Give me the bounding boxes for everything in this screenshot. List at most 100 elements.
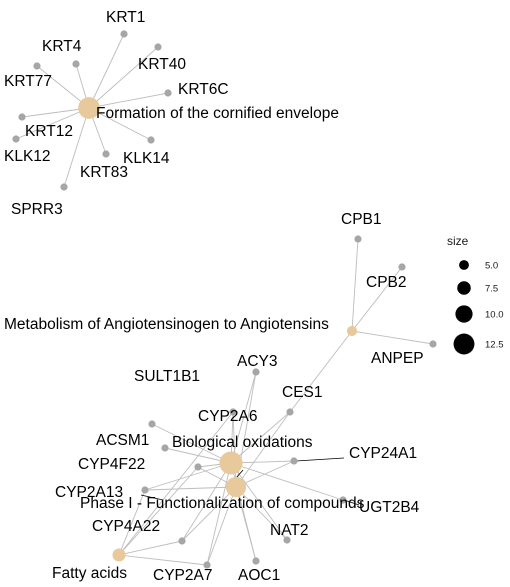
edge-layer xyxy=(15,33,434,566)
edge-cornified-KRT6C xyxy=(88,92,169,109)
gene-node-cyp2a6 xyxy=(229,408,237,416)
gene-node-sult1b1 xyxy=(148,420,156,428)
edge-phase1-CES1 xyxy=(235,411,291,488)
edge-angiotensin-CES1 xyxy=(289,330,353,413)
gene-node-cyp24a1 xyxy=(290,457,298,465)
edge-bioox-CYP2A13 xyxy=(144,462,232,491)
gene-label-cyp24a1: CYP24A1 xyxy=(349,445,417,462)
node-layer xyxy=(12,30,437,569)
gene-node-cpb1 xyxy=(354,235,362,243)
edge-bioox-CYP4A22 xyxy=(181,462,232,542)
gene-label-krt77: KRT77 xyxy=(4,73,52,90)
category-label-angiotensin: Metabolism of Angiotensinogen to Angiote… xyxy=(4,316,329,333)
edge-bioox-ACY3 xyxy=(230,371,257,464)
gene-node-krt4 xyxy=(72,60,80,68)
category-label-phase1: Phase I - Functionalization of compounds xyxy=(80,495,365,512)
edge-phase1-CYP24A1 xyxy=(235,460,295,488)
gene-label-ces1: CES1 xyxy=(282,384,323,401)
gene-label-krt4: KRT4 xyxy=(42,38,82,55)
category-node-phase1 xyxy=(225,476,247,498)
edge-bioox-CYP2A7 xyxy=(206,462,232,566)
gene-label-klk14: KLK14 xyxy=(123,150,170,167)
gene-node-krt12 xyxy=(18,113,26,121)
edge-cornified-SPRR3 xyxy=(63,107,90,188)
edge-phase1-CYP2A7 xyxy=(206,486,237,566)
edge-phase1-AOC1 xyxy=(235,486,257,562)
label-leader-line xyxy=(140,494,164,501)
edge-angiotensin-CPB1 xyxy=(351,238,359,332)
edge-phase1-CYP4A22 xyxy=(181,486,237,542)
gene-label-nat2: NAT2 xyxy=(270,522,308,539)
gene-label-anpep: ANPEP xyxy=(371,350,424,367)
edge-angiotensin-CPB2 xyxy=(351,266,403,332)
category-node-angiotensin xyxy=(346,325,358,337)
gene-node-krt40 xyxy=(154,43,162,51)
edge-fatty-CYP2A7 xyxy=(118,554,208,566)
edge-cornified-KLK14 xyxy=(88,107,152,141)
edge-fatty-CYP4A22 xyxy=(118,540,183,556)
legend-size-dot xyxy=(455,305,473,323)
gene-label-krt12: KRT12 xyxy=(25,123,73,140)
legend-size-label: 7.5 xyxy=(485,284,498,295)
gene-label-aoc1: AOC1 xyxy=(238,567,280,584)
gene-label-cyp2a6: CYP2A6 xyxy=(198,408,257,425)
gene-node-nat2 xyxy=(283,536,291,544)
gene-node-acsm1 xyxy=(161,444,169,452)
edge-phase1-NAT2 xyxy=(235,486,288,541)
gene-label-cyp2a7: CYP2A7 xyxy=(153,567,212,584)
gene-label-cyp4f22: CYP4F22 xyxy=(78,456,145,473)
gene-node-cyp2a7 xyxy=(203,561,211,569)
edge-cornified-KRT40 xyxy=(88,46,159,109)
gene-node-krt1 xyxy=(120,30,128,38)
edge-phase1-CYP2A6 xyxy=(232,411,237,488)
legend-size-dot xyxy=(453,333,475,355)
size-legend: size 5.0 7.5 10.0 12.5 xyxy=(447,234,504,355)
gene-label-krt40: KRT40 xyxy=(138,56,186,73)
gene-label-sprr3: SPRR3 xyxy=(11,201,63,218)
gene-label-klk12: KLK12 xyxy=(4,148,51,165)
label-leader-line xyxy=(235,469,244,479)
gene-node-ugt2b4 xyxy=(339,496,347,504)
edge-phase1-CYP2A13 xyxy=(144,486,237,491)
legend-size-label: 10.0 xyxy=(485,310,504,321)
legend-size-dot xyxy=(457,281,471,295)
category-label-cornified: Formation of the cornified envelope xyxy=(96,105,339,122)
gene-node-krt77 xyxy=(33,62,41,70)
gene-node-krt6c xyxy=(164,89,172,97)
gene-node-sprr3 xyxy=(60,183,68,191)
label-layer: Formation of the cornified envelopeMetab… xyxy=(4,9,424,584)
category-node-fatty xyxy=(112,548,126,562)
edge-fatty-CYP2A6 xyxy=(118,411,234,556)
edge-cornified-KRT12 xyxy=(21,107,90,118)
legend-size-dot xyxy=(459,260,469,270)
gene-label-krt1: KRT1 xyxy=(106,9,145,26)
gene-node-aoc1 xyxy=(252,557,260,565)
edge-bioox-SULT1B1 xyxy=(151,423,232,464)
label-leader-line xyxy=(295,457,345,462)
edge-cornified-KLK12 xyxy=(15,107,90,140)
edge-cornified-KRT77 xyxy=(36,65,90,109)
edge-angiotensin-ANPEP xyxy=(351,330,434,345)
gene-label-sult1b1: SULT1B1 xyxy=(134,368,200,385)
edge-fatty-CYP2A13 xyxy=(118,489,146,556)
gene-label-krt83: KRT83 xyxy=(80,164,128,181)
legend-size-label: 5.0 xyxy=(485,261,498,272)
gene-node-klk12 xyxy=(12,135,20,143)
gene-label-cyp2a13: CYP2A13 xyxy=(55,484,123,501)
edge-bioox-NAT2 xyxy=(230,462,288,541)
gene-label-acy3: ACY3 xyxy=(237,353,278,370)
category-label-fatty: Fatty acids xyxy=(52,565,127,582)
gene-label-cpb2: CPB2 xyxy=(366,274,407,291)
legend-size-label: 12.5 xyxy=(485,340,504,351)
edge-cornified-KRT1 xyxy=(88,33,125,109)
legend-title: size xyxy=(447,234,469,248)
edge-bioox-CES1 xyxy=(230,411,291,464)
gene-label-ugt2b4: UGT2B4 xyxy=(359,499,420,516)
edge-bioox-UGT2B4 xyxy=(230,462,344,501)
gene-label-cyp4a22: CYP4A22 xyxy=(92,518,160,535)
gene-label-krt6c: KRT6C xyxy=(178,81,229,98)
gene-node-krt83 xyxy=(102,150,110,158)
gene-node-cyp4f22 xyxy=(194,463,202,471)
